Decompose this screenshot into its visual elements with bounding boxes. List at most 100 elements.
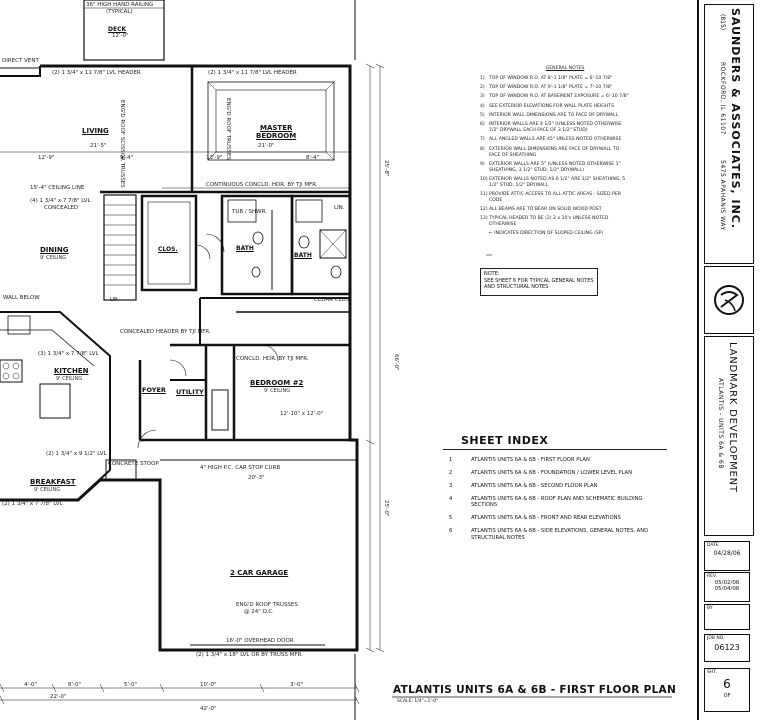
dim-bottom-5: 3'-0"	[290, 682, 304, 688]
general-note-item: 4) SEE EXTERIOR ELEVATIONS FOR WALL PLATE…	[480, 104, 630, 110]
general-note-number: 11)	[480, 191, 488, 197]
dim-9-4: 9'-4"	[120, 155, 134, 161]
general-note-item: 2)TOP OF WINDOW R.O. AT 9'-1 1/8" PLATE …	[480, 85, 630, 91]
deck-label: DECK	[108, 26, 127, 33]
title-block	[697, 0, 766, 720]
lvl-breakfast: (2) 1 3/4" x 9 1/2" LVL	[46, 451, 107, 457]
date-value: 04/28/06	[713, 550, 741, 557]
general-note-number: 12)	[480, 207, 488, 213]
concealed-tji-note: CONCLD. HDR. BY TJI MFR.	[236, 356, 309, 362]
garage-trusses-oc: @ 24" O.C.	[244, 609, 274, 615]
sheet-number: 6	[723, 677, 731, 691]
general-note-item: 3)TOP OF WINDOW R.O. AT BASEMENT EXPOSUR…	[480, 94, 630, 100]
concealed-header-note: CONCEALED HEADER BY TJI MFR.	[120, 329, 211, 335]
general-note-item: 1)TOP OF WINDOW R.O. AT 8'-1 1/8" PLATE …	[480, 76, 630, 82]
dim-bottom-4: 10'-0"	[200, 682, 217, 688]
general-note-item: 5)INTERIOR WALL DIMENSIONS ARE TO FACE O…	[480, 113, 630, 119]
bedroom-2-dim: 12'-10" x 12'-0"	[280, 411, 324, 417]
general-note-number	[480, 231, 489, 237]
foyer-label: FOYER	[142, 386, 166, 394]
dim-12-9: 12'-9"	[38, 155, 55, 161]
rev-2: 05/04/06	[714, 586, 740, 592]
vent-note: DIRECT VENT	[2, 58, 39, 64]
master-trusses-note: ENG'D ROOF TRUSSES	[225, 98, 231, 160]
deck-dim: 12'-0"	[112, 33, 129, 39]
sheet-index-text: ATLANTIS UNITS 6A & 6B - FOUNDATION / LO…	[471, 469, 632, 476]
closet-label: CLOS.	[158, 246, 178, 253]
general-note-text: EXTERIOR WALLS NOTED AS 6 1/2" ARE 1/2" …	[489, 176, 626, 188]
garage-trusses-note: ENG'D ROOF TRUSSES	[236, 602, 298, 608]
general-note-text: SEE EXTERIOR ELEVATIONS FOR WALL PLATE H…	[489, 103, 615, 109]
general-note-item: 7)ALL ANGLED WALLS ARE 45° UNLESS NOTED …	[480, 137, 630, 143]
dim-20-3: 20'-3"	[248, 475, 265, 481]
general-notes-heading: GENERAL NOTES	[545, 66, 585, 71]
lvl-header-1: (2) 1 3/4" x 11 7/8" LVL HEADER	[52, 70, 141, 76]
general-note-number: 7)	[480, 137, 485, 143]
garage-label: 2 CAR GARAGE	[230, 569, 289, 577]
general-note-item: 11)PROVIDE ATTIC ACCESS TO ALL ATTIC ARE…	[480, 192, 630, 203]
dim-13-9: 13'-9"	[206, 155, 223, 161]
lvl-header-2: (2) 1 3/4" x 11 7/8" LVL HEADER	[208, 70, 297, 76]
general-note-number: 8)	[480, 146, 485, 152]
job-number: 06123	[714, 643, 740, 652]
stair-up-label: UP	[110, 297, 118, 303]
kitchen-label: KITCHEN	[54, 367, 89, 375]
rail-note-2: (TYPICAL)	[106, 9, 133, 15]
date-label: DATE	[707, 543, 719, 548]
general-note-number: 4)	[480, 103, 485, 109]
general-note-text: EXTERIOR WALL DIMENSIONS ARE FACE OF DRY…	[489, 146, 620, 158]
general-note-text: EXTERIOR WALLS ARE 5" (UNLESS NOTED OTHE…	[489, 161, 621, 173]
dim-right-1: 25'-8"	[383, 160, 389, 177]
sheet-number-box: SHT. 6 OF	[704, 668, 750, 712]
note-box-line-1: SEE SHEET 6 FOR TYPICAL GENERAL NOTES	[484, 277, 594, 284]
rev-1: 05/02/06	[714, 580, 740, 586]
general-note-item: 10)EXTERIOR WALLS NOTED AS 6 1/2" ARE 1/…	[480, 177, 630, 188]
sheet-index-number: 6	[449, 528, 453, 534]
general-note-item: 8) EXTERIOR WALL DIMENSIONS ARE FACE OF D…	[480, 147, 630, 158]
lvl-garage: (2) 1 3/4" x 18" LVL OR BY TRUSS MFR.	[196, 652, 303, 658]
plan-scale: SCALE: 1/4"=1'-0"	[397, 699, 439, 704]
sheet-index-number: 3	[449, 482, 453, 489]
dim-bottom-3: 5'-0"	[124, 682, 138, 688]
general-note-text: INTERIOR WALLS ARE 4 1/2" (UNLESS NOTED …	[489, 122, 622, 134]
general-note-number: 2)	[480, 85, 485, 91]
rail-note: 36" HIGH HAND RAILING	[86, 2, 154, 8]
by-label: BY	[707, 606, 713, 611]
sheet-label: SHT.	[707, 670, 717, 675]
dining-ceiling: 9' CEILING	[40, 255, 67, 261]
sheet-index-text: ATLANTIS UNITS 6A & 6B - SECOND FLOOR PL…	[471, 482, 598, 489]
general-note-text: TOP OF WINDOW R.O. AT BASEMENT EXPOSURE …	[489, 94, 629, 100]
date-box: DATE 04/28/06	[704, 541, 750, 571]
wall-below-label: WALL BELOW	[3, 295, 40, 301]
sheet-index-number: 4	[449, 495, 453, 502]
breakfast-ceiling: 9' CEILING	[34, 487, 61, 493]
note-box-title: NOTE:	[484, 271, 500, 277]
general-note-text: ALL BEAMS ARE TO BEAR ON SOLID WOOD POST	[489, 207, 602, 213]
dim-8-4: 8'-4"	[306, 155, 320, 161]
general-note-item: 6) INTERIOR WALLS ARE 4 1/2" (UNLESS NOTE…	[480, 122, 630, 133]
lvl-dining: (4) 1 3/4" x 7 7/8" LVL	[30, 198, 91, 204]
floor-plan-drawing	[0, 0, 672, 720]
lvl-breakfast-2: (2) 1 3/4" x 7 7/8" LVL	[2, 501, 63, 507]
general-note-text: PROVIDE ATTIC ACCESS TO ALL ATTIC AREAS …	[489, 191, 621, 203]
firm-name: SAUNDERS & ASSOCIATES, INC.	[729, 8, 742, 230]
stair-outline	[103, 194, 137, 301]
firm-box	[704, 4, 754, 264]
bedroom-2-ceiling: 9' CEILING	[264, 388, 291, 394]
sheet-index-text: ATLANTIS UNITS 6A & 6B - FRONT AND REAR …	[471, 515, 621, 521]
client-box	[704, 336, 754, 536]
dim-21-0: 21'-0"	[258, 143, 275, 149]
sheet-index-item: 3 ATLANTIS UNITS 6A & 6B - SECOND FLOOR P…	[443, 483, 667, 490]
bath-2-label: BATH	[294, 252, 312, 259]
project-name: ATLANTIS - UNITS 6A & 6B	[717, 378, 724, 469]
sheet-index-text: ATLANTIS UNITS 6A & 6B - FIRST FLOOR PLA…	[471, 456, 590, 463]
tub-shower-label: TUB / SHWR.	[232, 209, 267, 215]
general-note-item: 12)ALL BEAMS ARE TO BEAR ON SOLID WOOD P…	[480, 207, 630, 213]
general-note-number: 6)	[480, 122, 485, 128]
ceiling-line-note: 15'-4" CEILING LINE	[30, 185, 85, 191]
